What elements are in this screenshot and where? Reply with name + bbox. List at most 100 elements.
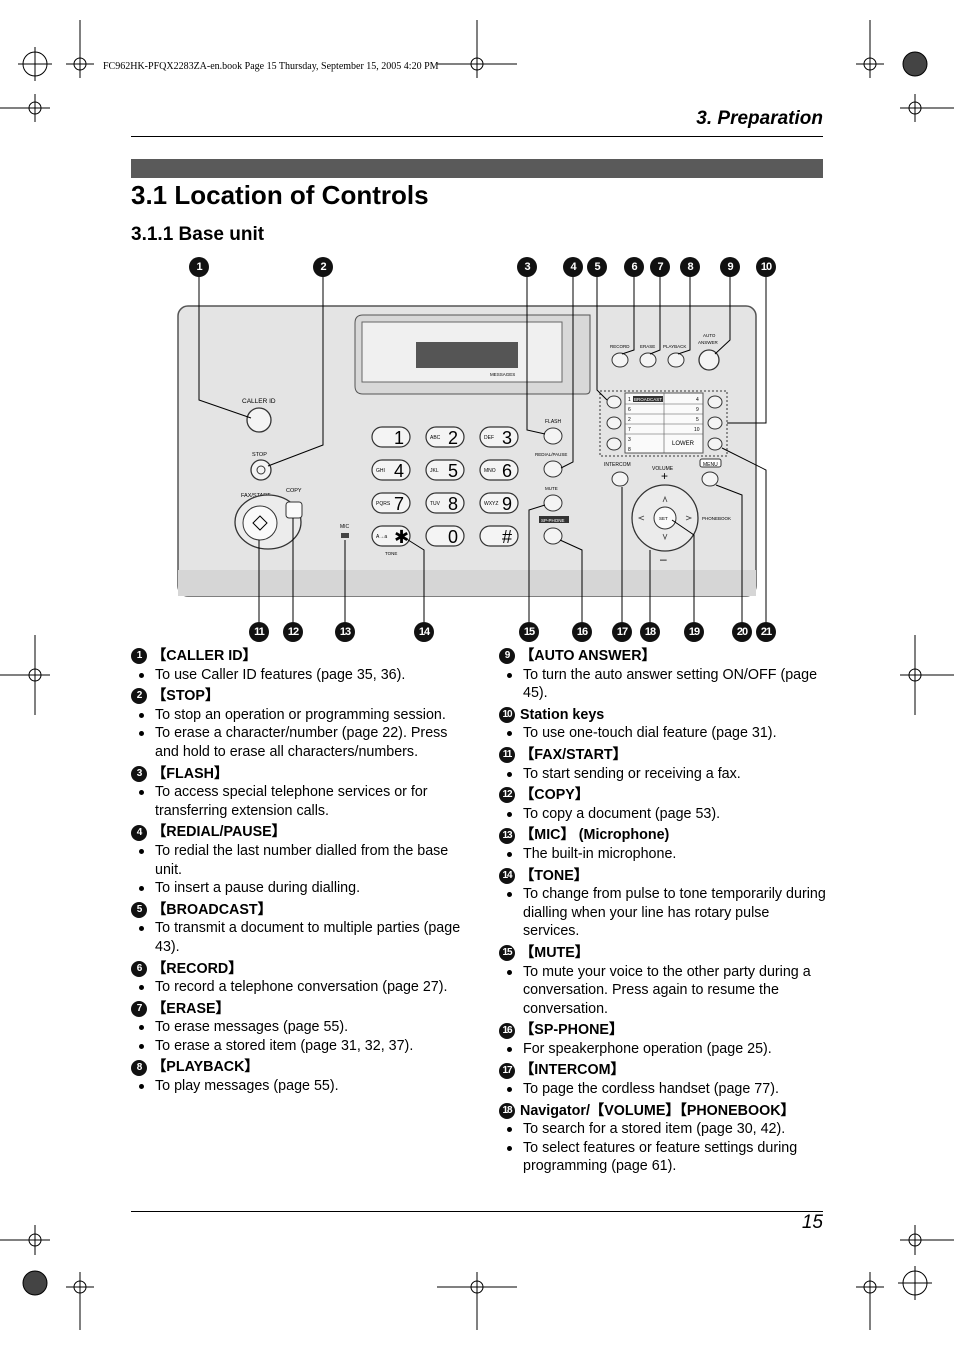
control-bullet: To copy a document (page 53). (499, 805, 829, 824)
callout-number: 1 (189, 257, 209, 277)
auto-answer-button[interactable] (698, 349, 720, 371)
callout-number: 11 (249, 622, 269, 642)
dial-key[interactable] (479, 426, 519, 448)
control-bullet: For speakerphone operation (page 25). (499, 1040, 829, 1059)
set-button[interactable] (653, 506, 677, 530)
caller-id-button[interactable] (246, 407, 272, 433)
stop-button[interactable] (250, 459, 272, 481)
tone-label: TONE (385, 551, 397, 556)
redial-pause-button[interactable] (543, 460, 563, 478)
dial-key[interactable] (425, 492, 465, 514)
auto-answer-label-2: ANSWER (698, 340, 719, 345)
dial-key[interactable] (479, 459, 519, 481)
control-heading: 2 【STOP】 (131, 687, 461, 706)
dial-key[interactable] (371, 459, 411, 481)
title-bar (131, 159, 823, 178)
dial-key-letters: TUV (430, 501, 441, 507)
control-bullet: To transmit a document to multiple parti… (131, 919, 461, 956)
dial-key[interactable] (425, 426, 465, 448)
control-label: 【REDIAL/PAUSE】 (152, 824, 286, 841)
control-bullet: To redial the last number dialled from t… (131, 842, 461, 879)
copy-button[interactable] (285, 501, 303, 519)
control-heading: 5 【BROADCAST】 (131, 901, 461, 920)
microphone (341, 533, 349, 538)
control-number: 3 (131, 765, 147, 782)
arrow-icons (637, 495, 693, 541)
control-heading: 17 【INTERCOM】 (499, 1061, 829, 1080)
erase-label: ERASE (640, 344, 655, 349)
dial-key[interactable] (371, 426, 411, 448)
control-label: 【BROADCAST】 (152, 901, 272, 918)
menu-button[interactable] (701, 471, 719, 487)
control-description: 9【AUTO ANSWER】To turn the auto answer se… (499, 647, 829, 703)
dial-key-number: 3 (502, 428, 512, 448)
control-bullet: To erase a character/number (page 22). P… (131, 724, 461, 761)
svg-text:4: 4 (696, 397, 699, 403)
auto-answer-label-1: AUTO (703, 333, 716, 338)
control-bullet: To access special telephone services or … (131, 783, 461, 820)
playback-button[interactable] (667, 352, 685, 368)
control-label: Station keys (520, 706, 605, 723)
control-number: 16 (499, 1022, 515, 1039)
intercom-button[interactable] (611, 471, 629, 487)
dial-key-letters: A→a (376, 534, 387, 540)
dial-key[interactable] (371, 492, 411, 514)
dial-key[interactable] (425, 459, 465, 481)
sp-phone-button[interactable] (543, 527, 563, 545)
control-number: 2 (131, 688, 147, 705)
callout-number: 12 (283, 622, 303, 642)
station-key[interactable] (707, 416, 723, 430)
dial-key[interactable] (479, 525, 519, 547)
control-heading: 4 【REDIAL/PAUSE】 (131, 823, 461, 842)
dial-key-letters: PQRS (376, 501, 391, 507)
dial-key-number: 5 (448, 461, 458, 481)
control-number: 5 (131, 902, 147, 919)
svg-text:5: 5 (696, 417, 699, 423)
control-label: 【INTERCOM】 (520, 1062, 625, 1079)
messages-label: MESSAGES (490, 372, 515, 377)
dial-key[interactable] (479, 492, 519, 514)
control-label: 【AUTO ANSWER】 (520, 648, 656, 664)
control-number: 17 (499, 1062, 515, 1079)
dial-key[interactable] (371, 525, 411, 547)
control-bullet: To select features or feature settings d… (499, 1139, 829, 1176)
stop-label: STOP (252, 452, 267, 458)
callout-number: 7 (650, 257, 670, 277)
control-label: 【MIC】 (Microphone) (520, 827, 670, 844)
control-label: 【STOP】 (152, 688, 220, 705)
callout-number: 14 (414, 622, 434, 642)
mute-label: MUTE (545, 486, 558, 491)
control-description: 1【CALLER ID】To use Caller ID features (p… (131, 647, 461, 684)
lower-key[interactable] (707, 437, 723, 451)
control-bullet: To insert a pause during dialling. (131, 879, 461, 898)
file-header: FC962HK-PFQX2283ZA-en.book Page 15 Thurs… (103, 61, 439, 72)
fax-start-button[interactable] (242, 505, 278, 541)
callout-number: 20 (732, 622, 752, 642)
dial-key[interactable] (425, 525, 465, 547)
mute-button[interactable] (543, 494, 563, 512)
control-label: 【MUTE】 (520, 944, 590, 961)
station-key[interactable] (606, 437, 622, 451)
control-number: 7 (131, 1000, 147, 1017)
control-bullet: To play messages (page 55). (131, 1077, 461, 1096)
control-heading: 9【AUTO ANSWER】 (499, 647, 829, 666)
control-number: 4 (131, 824, 147, 841)
callout-number: 3 (517, 257, 537, 277)
control-number: 8 (131, 1059, 147, 1076)
svg-text:7: 7 (628, 427, 631, 433)
control-description: 11【FAX/START】To start sending or receivi… (499, 746, 829, 783)
playback-label: PLAYBACK (663, 344, 686, 349)
control-number: 15 (499, 945, 515, 962)
station-key[interactable] (707, 395, 723, 409)
erase-button[interactable] (639, 352, 657, 368)
flash-button[interactable] (543, 427, 563, 445)
control-label: 【CALLER ID】 (152, 648, 257, 664)
station-key[interactable] (606, 416, 622, 430)
station-key[interactable] (606, 395, 622, 409)
callout-number: 19 (684, 622, 704, 642)
record-button[interactable] (611, 352, 629, 368)
